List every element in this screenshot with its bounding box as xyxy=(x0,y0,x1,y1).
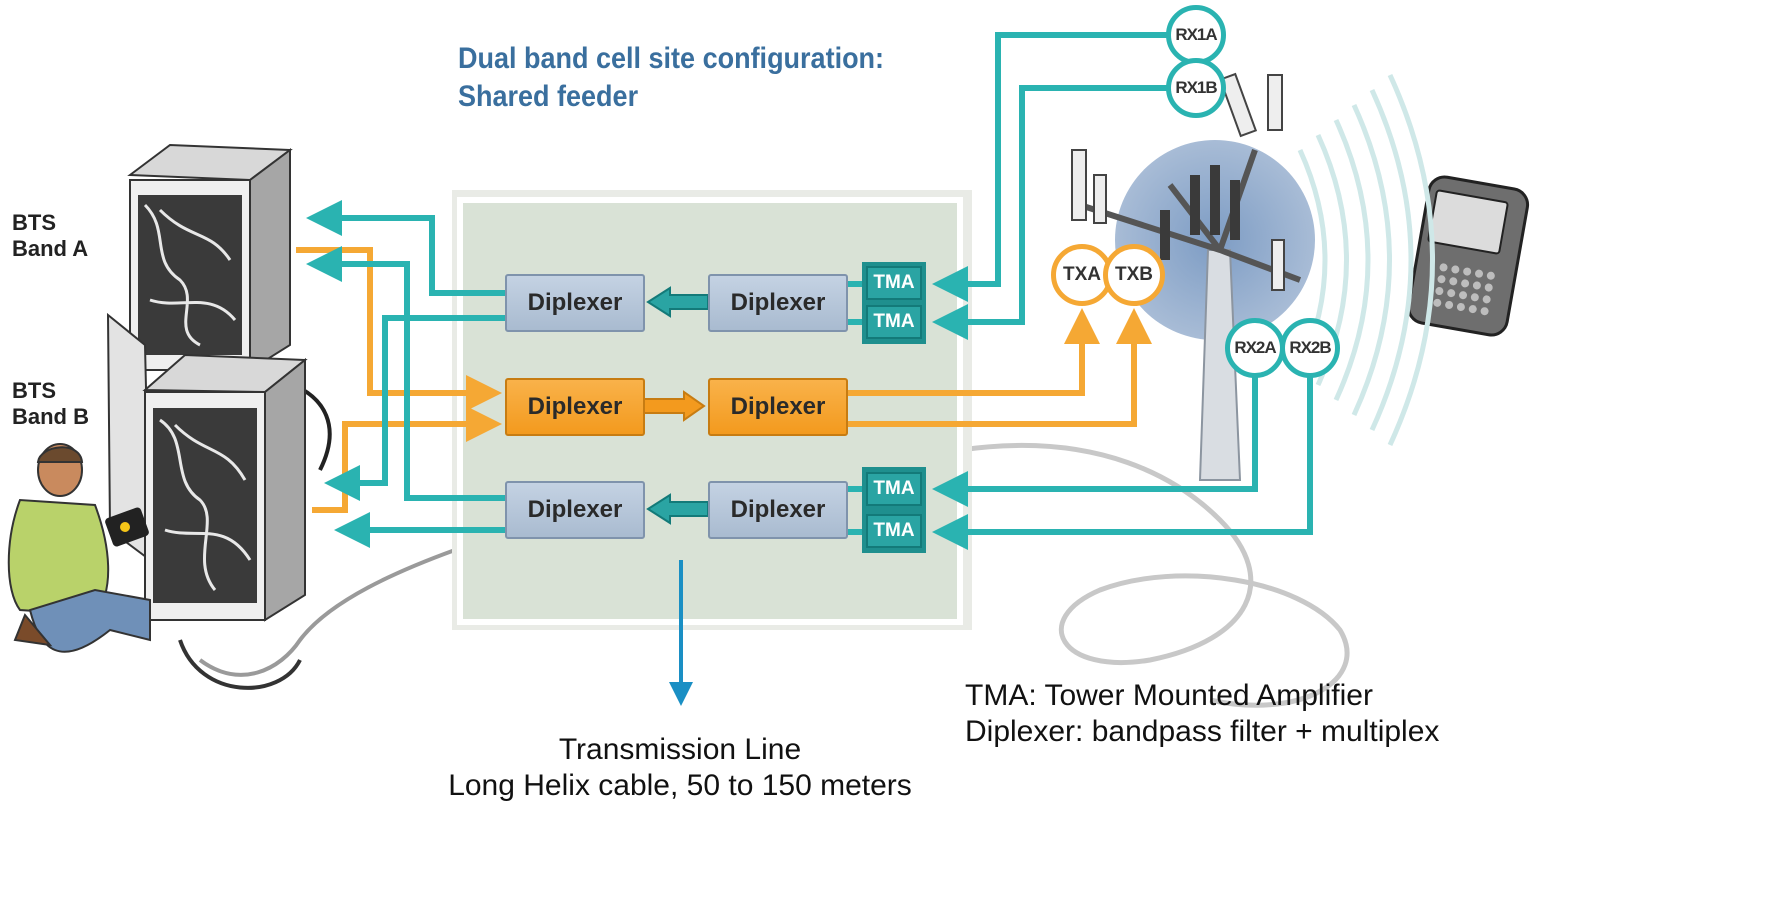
tma-2: TMA xyxy=(866,305,922,339)
tma-1: TMA xyxy=(866,266,922,300)
tma-4: TMA xyxy=(866,514,922,548)
row1-out-path-a xyxy=(306,200,508,296)
bts-a-line-1: BTS xyxy=(12,210,56,235)
teal-inter-diplexer-arrow-bottom xyxy=(646,493,709,525)
bts-b-line-1: BTS xyxy=(12,378,56,403)
diplexer-rx-top-right: Diplexer xyxy=(708,274,848,332)
diplexer-rx-bottom-right: Diplexer xyxy=(708,481,848,539)
rx1a-path xyxy=(932,32,1169,302)
teal-inter-diplexer-arrow-top xyxy=(646,286,709,318)
bts-band-b-cabinet xyxy=(106,312,308,622)
receive-paths xyxy=(306,32,1313,550)
bts-band-a-label: BTS Band A xyxy=(12,210,88,262)
rx1b-antenna-badge: RX1B xyxy=(1166,58,1226,118)
title-line-2: Shared feeder xyxy=(458,80,639,113)
radio-waves xyxy=(1297,73,1435,447)
txa-antenna-badge: TXA xyxy=(1051,244,1113,306)
rx1a-antenna-badge: RX1A xyxy=(1166,5,1226,65)
txa-feed-path xyxy=(848,308,1100,396)
txb-feed-path xyxy=(848,308,1152,427)
txb-antenna-badge: TXB xyxy=(1103,244,1165,306)
bts-band-a-cabinet xyxy=(127,143,293,372)
legend-diplexer: Diplexer: bandpass filter + multiplex xyxy=(965,715,1440,748)
bts-band-b-label: BTS Band B xyxy=(12,378,89,430)
bts-a-line-2: Band A xyxy=(12,236,89,261)
transmission-line-caption: Transmission Line Long Helix cable, 50 t… xyxy=(360,732,1000,804)
ground-cable xyxy=(959,442,1350,708)
diplexer-tx-right: Diplexer xyxy=(708,378,848,436)
title-line-1: Dual band cell site configuration: xyxy=(458,42,885,75)
rx2b-antenna-badge: RX2B xyxy=(1280,318,1340,378)
mobile-handset xyxy=(1406,175,1530,337)
bts-b-cable-2 xyxy=(178,639,302,690)
diagram-title: Dual band cell site configuration: Share… xyxy=(458,40,884,116)
legend-notes: TMA: Tower Mounted Amplifier Diplexer: b… xyxy=(965,678,1439,750)
orange-inter-diplexer-arrow xyxy=(642,390,706,422)
transmission-line-title: Transmission Line xyxy=(558,733,802,766)
legend-tma: TMA: Tower Mounted Amplifier xyxy=(965,679,1373,712)
row1-out-path-b xyxy=(324,315,508,501)
cell-tower xyxy=(1071,72,1315,481)
row3-out-path-a xyxy=(306,246,508,501)
diplexer-rx-bottom-left: Diplexer xyxy=(505,481,645,539)
ground-cable-left xyxy=(198,548,456,677)
technician-figure xyxy=(7,443,151,653)
rx1b-path xyxy=(932,85,1169,340)
bts-b-line-2: Band B xyxy=(12,404,89,429)
diplexer-rx-top-left: Diplexer xyxy=(505,274,645,332)
rx2b-path xyxy=(932,376,1313,550)
diplexer-tx-left: Diplexer xyxy=(505,378,645,436)
rx2a-antenna-badge: RX2A xyxy=(1225,318,1285,378)
tma-3: TMA xyxy=(866,472,922,506)
transmission-line-detail: Long Helix cable, 50 to 150 meters xyxy=(448,769,912,802)
rx2a-path xyxy=(932,376,1258,507)
